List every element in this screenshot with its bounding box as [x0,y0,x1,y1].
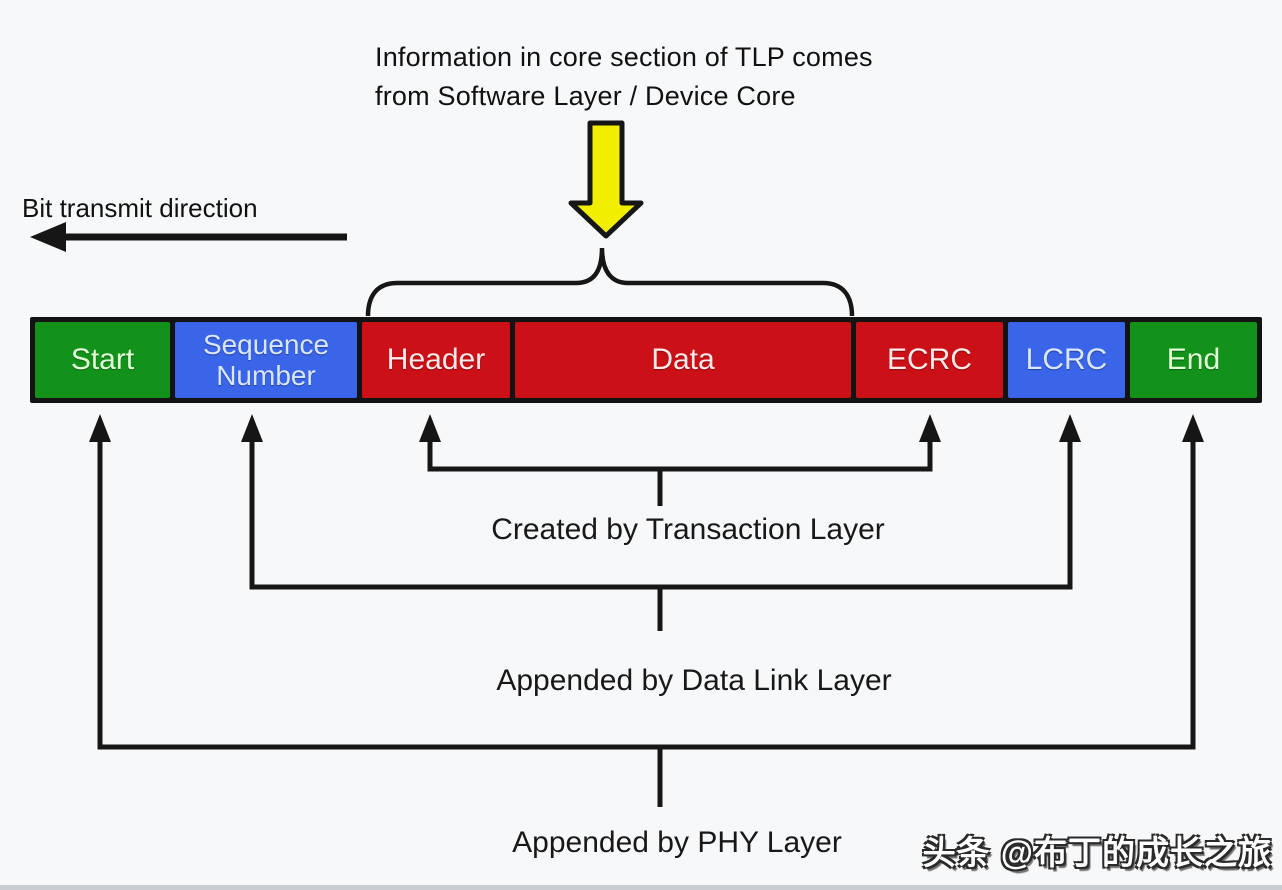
segment-sequence-number: Sequence Number [175,322,357,398]
data-link-layer-label: Appended by Data Link Layer [496,664,892,697]
phy-layer-label: Appended by PHY Layer [512,826,842,859]
segment-header: Header [362,322,510,398]
tlp-packet-bar: Start Sequence Number Header Data ECRC L… [30,317,1262,403]
segment-sequence-number-label: Sequence Number [202,329,330,391]
core-section-brace [365,247,855,317]
core-section-caption: Information in core section of TLP comes… [375,38,873,116]
segment-start-label: Start [70,343,135,376]
segment-ecrc-label: ECRC [886,343,972,376]
transmit-direction-arrow [30,222,347,252]
segment-lcrc: LCRC [1008,322,1125,398]
caption-line-1: Information in core section of TLP comes [375,42,873,72]
transaction-layer-bracket [419,414,941,506]
segment-header-label: Header [386,343,486,376]
yellow-down-arrow [568,120,644,239]
caption-line-2: from Software Layer / Device Core [375,81,796,111]
segment-ecrc: ECRC [856,322,1003,398]
segment-start: Start [35,322,170,398]
watermark-text: 头条 @布丁的成长之旅 [922,834,1272,871]
segment-end: End [1130,322,1257,398]
segment-lcrc-label: LCRC [1025,343,1108,376]
segment-data: Data [515,322,851,398]
segment-end-label: End [1166,343,1221,376]
bottom-edge-strip [0,885,1282,890]
transaction-layer-label: Created by Transaction Layer [491,513,885,546]
segment-data-label: Data [651,343,715,376]
phy-layer-bracket [89,414,1204,807]
bit-transmit-direction-label: Bit transmit direction [22,193,258,223]
